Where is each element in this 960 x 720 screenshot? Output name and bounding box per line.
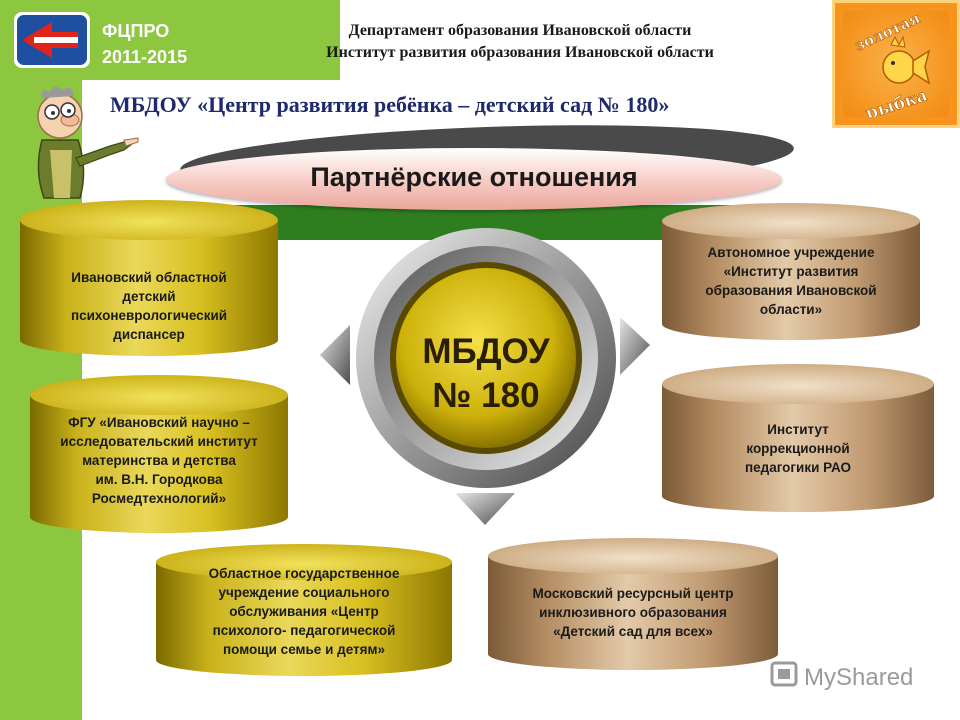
partner-line: коррекционной: [746, 441, 850, 456]
partner-line: Автономное учреждение: [707, 245, 875, 260]
partner-line: им. В.Н. Городкова: [95, 472, 223, 487]
myshared-watermark: MyShared: [770, 661, 913, 691]
partner-line: «Детский сад для всех»: [553, 624, 713, 639]
partner-line: обслуживания «Центр: [229, 604, 379, 619]
badge-word-1: золотая: [852, 11, 923, 55]
presentation-icon: [770, 661, 798, 687]
banner: Партнёрские отношения: [166, 148, 782, 210]
partner-line: исследовательский институт: [60, 434, 258, 449]
center-disc: МБДОУ № 180: [353, 225, 619, 491]
arrow-right-icon: [620, 317, 650, 375]
arrow-down-icon: [455, 493, 515, 525]
header-line-2: Институт развития образования Ивановской…: [326, 44, 714, 61]
partner-card: Ивановский областной детский психоневрол…: [20, 200, 278, 356]
center-arrows: [320, 317, 650, 525]
partner-line: материнства и детства: [82, 453, 236, 468]
logo-years: 2011-2015: [102, 47, 188, 67]
center-disc-graphic: [356, 228, 616, 488]
watermark-text: MyShared: [804, 664, 913, 691]
partner-line: инклюзивного образования: [539, 605, 727, 620]
arrow-left-icon: [320, 325, 350, 385]
center-label: МБДОУ № 180: [353, 330, 619, 418]
partner-line: помощи семье и детям»: [222, 642, 386, 657]
partner-line: Областное государственное: [208, 566, 400, 581]
center-line-1: МБДОУ: [422, 332, 550, 371]
fcpro-logo-icon: [14, 12, 90, 68]
partner-line: педагогики РАО: [744, 460, 852, 475]
partner-card: Автономное учреждение «Институт развития…: [662, 203, 920, 340]
partner-line: психолого- педагогической: [212, 623, 396, 638]
partner-line: Ивановский областной: [71, 270, 227, 285]
badge-word-2: рыбка: [863, 86, 930, 117]
partner-line: Институт: [767, 422, 829, 437]
partner-line: Московский ресурсный центр: [532, 586, 734, 601]
partner-card: Институт коррекционной педагогики РАО: [662, 364, 934, 512]
partner-line: образования Ивановской: [705, 283, 877, 298]
partner-line: детский: [122, 289, 176, 304]
header: Департамент образования Ивановской облас…: [200, 20, 840, 64]
partner-line: области»: [759, 302, 823, 317]
banner-title: Партнёрские отношения: [310, 162, 638, 192]
fish-logo-icon: золотая рыбка: [851, 11, 930, 117]
partner-card: Областное государственное учреждение соц…: [156, 544, 452, 676]
partner-line: ФГУ «Ивановский научно –: [68, 415, 250, 430]
center-line-2: № 180: [432, 376, 540, 415]
partner-line: учреждение социального: [218, 585, 390, 600]
header-line-1: Департамент образования Ивановской облас…: [348, 22, 692, 39]
partner-card: ФГУ «Ивановский научно – исследовательск…: [30, 375, 288, 533]
logo-caption: ФЦПРО 2011-2015: [102, 18, 187, 70]
partner-line: психоневрологический: [70, 308, 228, 323]
partner-line: диспансер: [113, 327, 185, 342]
professor-cartoon-icon: [37, 86, 139, 199]
zolotaya-rybka-badge: золотая рыбка: [832, 0, 960, 128]
partner-line: «Институт развития: [723, 264, 859, 279]
partner-line: Росмедтехнологий»: [91, 491, 227, 506]
page-subtitle: МБДОУ «Центр развития ребёнка – детский …: [110, 92, 670, 117]
partner-card: Московский ресурсный центр инклюзивного …: [488, 538, 778, 670]
logo-abbr: ФЦПРО: [102, 21, 170, 41]
